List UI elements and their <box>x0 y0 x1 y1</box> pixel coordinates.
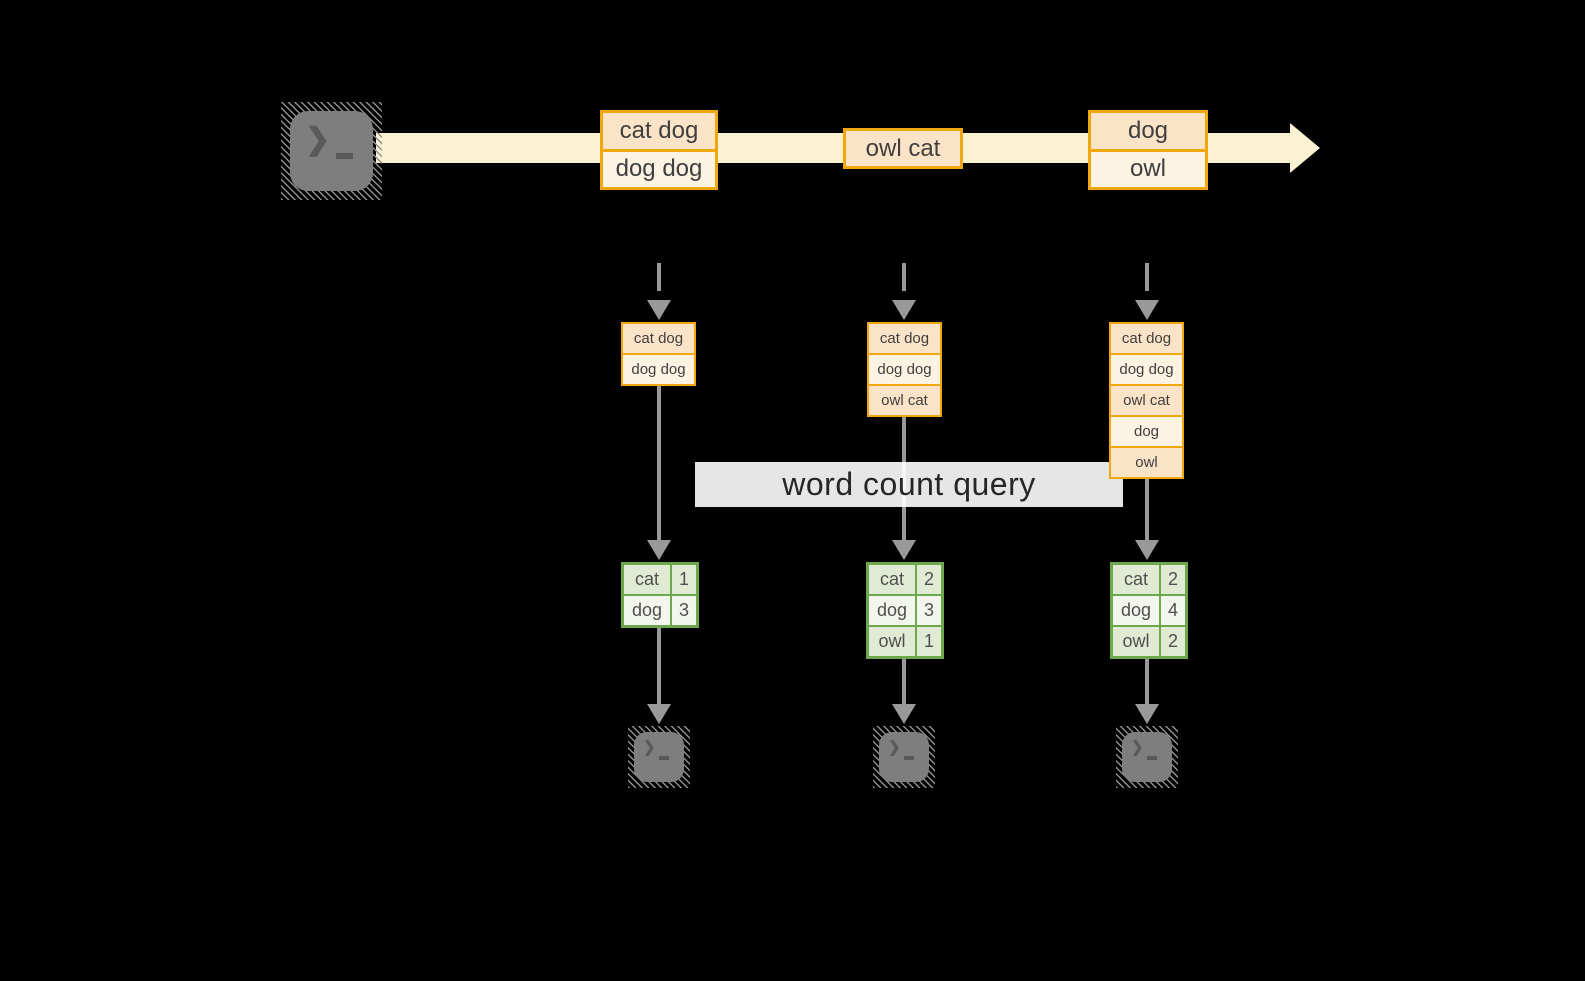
terminal-screen: ❯ <box>879 732 929 782</box>
buffer-3-row: dog dog <box>1111 353 1182 384</box>
output-arrow-line-1 <box>657 628 661 704</box>
count-table-1: cat 1 dog 3 <box>621 562 699 628</box>
event-buffer-2: cat dog dog dog owl cat <box>867 322 942 417</box>
count-value: 3 <box>917 596 941 625</box>
count-word: owl <box>869 627 915 656</box>
terminal-prompt-icon: ❯ <box>643 739 656 756</box>
count-value: 2 <box>1161 627 1185 656</box>
buffer-3-row: dog <box>1111 415 1182 446</box>
stream-event-2-row-1: owl cat <box>846 131 960 166</box>
terminal-prompt-icon: ❯ <box>305 123 331 156</box>
terminal-cursor-icon <box>336 153 353 159</box>
output-arrow-line-3 <box>1145 659 1149 704</box>
buffer-1-row: dog dog <box>623 353 694 384</box>
terminal-screen: ❯ <box>1122 732 1172 782</box>
buffer-3-row: cat dog <box>1111 324 1182 353</box>
stream-event-1-row-2: dog dog <box>603 148 715 187</box>
buffer-2-row: cat dog <box>869 324 940 353</box>
count-value: 4 <box>1161 596 1185 625</box>
count-value: 1 <box>917 627 941 656</box>
output-terminal-icon-3: ❯ <box>1116 726 1178 788</box>
count-value: 1 <box>672 565 696 594</box>
count-value: 2 <box>917 565 941 594</box>
stream-event-3-row-1: dog <box>1091 113 1205 149</box>
stream-event-3: dog owl <box>1088 110 1208 190</box>
count-word: dog <box>1113 596 1159 625</box>
ingest-arrow-dash-3 <box>1145 263 1149 291</box>
buffer-2-row: owl cat <box>869 384 940 415</box>
ingest-arrowhead-1 <box>647 300 671 320</box>
output-arrow-line-2 <box>902 659 906 704</box>
count-word: dog <box>869 596 915 625</box>
terminal-cursor-icon <box>659 756 669 760</box>
event-buffer-1: cat dog dog dog <box>621 322 696 386</box>
stream-event-1-row-1: cat dog <box>603 113 715 149</box>
output-terminal-icon-2: ❯ <box>873 726 935 788</box>
output-arrowhead-1 <box>647 704 671 724</box>
terminal-cursor-icon <box>904 756 914 760</box>
terminal-cursor-icon <box>1147 756 1157 760</box>
query-arrowhead-1 <box>647 540 671 560</box>
terminal-prompt-icon: ❯ <box>888 739 901 756</box>
terminal-screen: ❯ <box>634 732 684 782</box>
query-label-text: word count query <box>782 466 1036 502</box>
terminal-screen: ❯ <box>290 111 373 191</box>
count-word: dog <box>624 596 670 625</box>
query-arrowhead-3 <box>1135 540 1159 560</box>
count-word: owl <box>1113 627 1159 656</box>
event-buffer-3: cat dog dog dog owl cat dog owl <box>1109 322 1184 479</box>
query-arrow-line-1 <box>657 386 661 540</box>
output-terminal-icon-1: ❯ <box>628 726 690 788</box>
stream-arrowhead-icon <box>1290 123 1320 173</box>
count-value: 2 <box>1161 565 1185 594</box>
count-word: cat <box>869 565 915 594</box>
count-word: cat <box>624 565 670 594</box>
buffer-2-row: dog dog <box>869 353 940 384</box>
buffer-1-row: cat dog <box>623 324 694 353</box>
stream-event-3-row-2: owl <box>1091 148 1205 187</box>
output-arrowhead-2 <box>892 704 916 724</box>
ingest-arrowhead-2 <box>892 300 916 320</box>
count-table-2: cat 2 dog 3 owl 1 <box>866 562 944 659</box>
buffer-3-row: owl cat <box>1111 384 1182 415</box>
query-label: word count query <box>695 462 1123 507</box>
terminal-prompt-icon: ❯ <box>1131 739 1144 756</box>
query-arrow-line-3 <box>1145 479 1149 540</box>
stream-event-1: cat dog dog dog <box>600 110 718 190</box>
count-value: 3 <box>672 596 696 625</box>
source-terminal-icon: ❯ <box>281 102 382 200</box>
ingest-arrow-dash-1 <box>657 263 661 291</box>
query-arrowhead-2 <box>892 540 916 560</box>
buffer-3-row: owl <box>1111 446 1182 477</box>
ingest-arrowhead-3 <box>1135 300 1159 320</box>
count-table-3: cat 2 dog 4 owl 2 <box>1110 562 1188 659</box>
stream-event-2: owl cat <box>843 128 963 169</box>
count-word: cat <box>1113 565 1159 594</box>
ingest-arrow-dash-2 <box>902 263 906 291</box>
output-arrowhead-3 <box>1135 704 1159 724</box>
